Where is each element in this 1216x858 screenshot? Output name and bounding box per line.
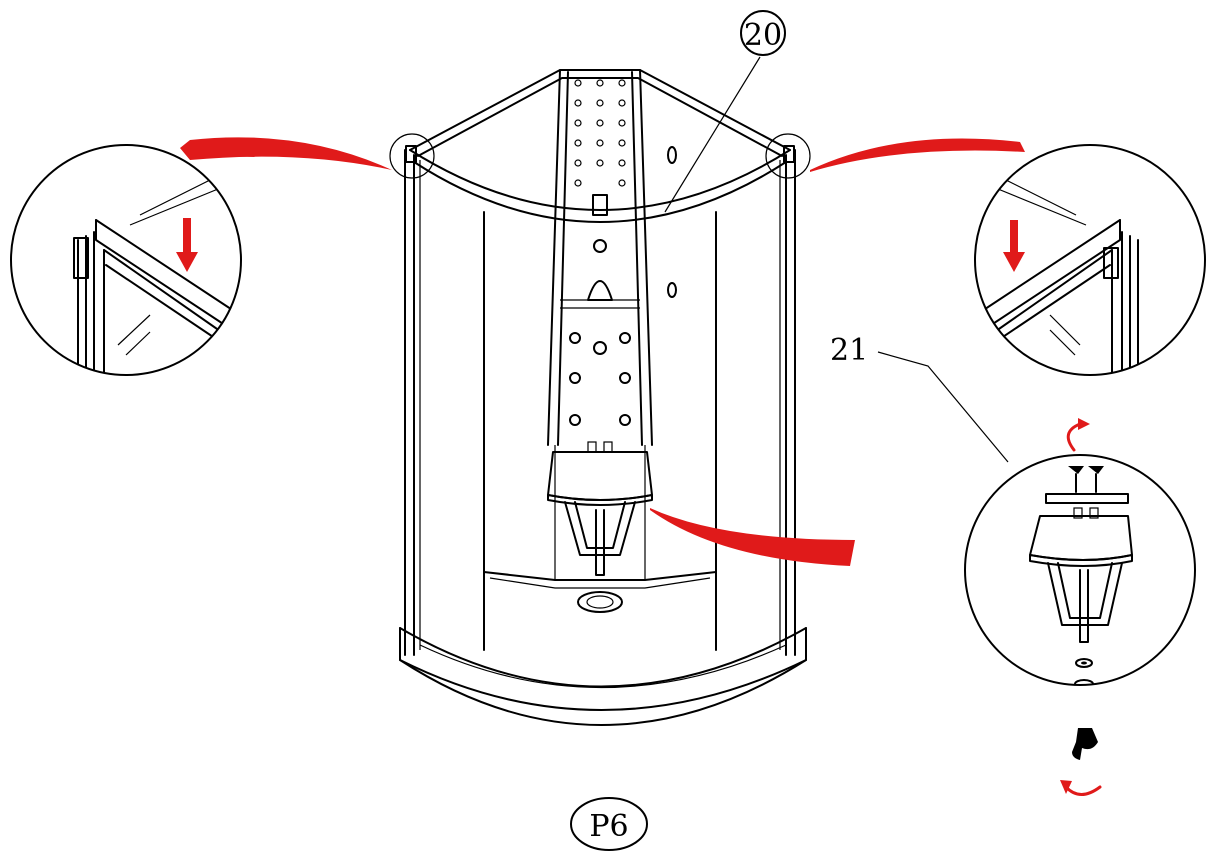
body-jets	[569, 332, 631, 426]
top-frame-back-inner	[417, 77, 783, 157]
zoom-detail-icon	[964, 454, 1196, 686]
corner-highlight-left	[389, 133, 435, 179]
callout-21: 21	[830, 333, 1009, 463]
zoom-detail-icon	[10, 144, 242, 376]
detail-left	[10, 144, 242, 376]
callout-20: 20	[664, 10, 786, 213]
shower-tray	[399, 571, 807, 726]
part-label-20: 20	[744, 18, 782, 53]
seat	[547, 441, 653, 576]
arrow-down-icon	[1003, 220, 1025, 272]
zoom-detail-icon	[974, 144, 1206, 376]
massage-jets	[574, 79, 626, 187]
mixer-handle	[587, 280, 613, 301]
top-rail-front	[409, 149, 791, 211]
detail-seat	[964, 418, 1196, 796]
control-panel	[592, 194, 608, 216]
pointer-arrow-seat	[650, 508, 855, 566]
corner-highlight-right	[765, 133, 811, 179]
shower-cabin	[389, 69, 811, 726]
rotate-arrow-icon	[1066, 422, 1082, 452]
page-marker-label: P6	[589, 809, 628, 844]
leader-line-20	[664, 56, 761, 213]
pointer-arrow-right	[810, 138, 1025, 172]
leader-line-21	[877, 351, 1009, 463]
rotate-arrow-icon	[1064, 785, 1102, 796]
arrow-down-icon	[176, 218, 198, 272]
page-marker: P6	[570, 797, 648, 851]
pointer-arrow-left	[180, 137, 392, 170]
detail-right	[974, 144, 1206, 376]
wing-nut-icon	[1072, 728, 1098, 760]
drain	[577, 591, 623, 613]
top-rail-front-inner	[413, 161, 787, 223]
part-label-21: 21	[830, 333, 868, 368]
top-frame-back	[409, 69, 791, 151]
